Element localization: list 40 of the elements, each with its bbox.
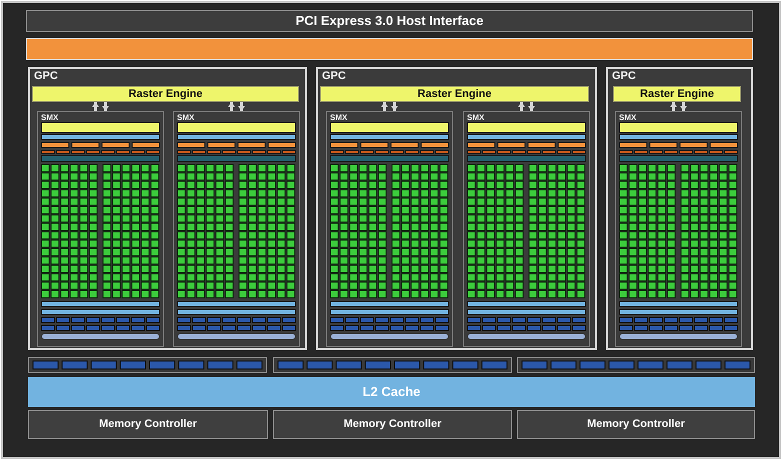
multiprocessor-heading: SMX (467, 114, 484, 122)
multiprocessor-heading: SMX (41, 114, 58, 122)
cluster-panel (606, 67, 753, 350)
arrow (228, 102, 235, 111)
multiprocessor-panel (173, 111, 300, 347)
multiprocessor-panel (326, 111, 453, 347)
controller-block: Memory Controller (517, 410, 755, 439)
arrow (381, 102, 388, 111)
engine-bar (619, 122, 738, 133)
arrow (238, 102, 245, 111)
engine-bar: Raster Engine (613, 86, 741, 102)
scheduler-bar (26, 38, 753, 60)
cache-bar: L2 Cache (28, 377, 755, 407)
multiprocessor-panel (615, 111, 742, 347)
engine-bar (330, 122, 449, 133)
interface-bar: PCI Express 3.0 Host Interface (26, 10, 753, 32)
engine-bar: Raster Engine (32, 86, 299, 102)
controller-block: Memory Controller (273, 410, 512, 439)
arrow (92, 102, 99, 111)
cluster-panel (316, 67, 597, 350)
arrow (670, 102, 677, 111)
multiprocessor-heading: SMX (330, 114, 348, 122)
engine-bar (467, 122, 586, 133)
controller-block: Memory Controller (28, 410, 268, 439)
arrow (680, 102, 687, 111)
engine-bar (177, 122, 296, 133)
arrow (102, 102, 109, 111)
engine-bar: Raster Engine (320, 86, 589, 102)
cluster-heading: GPC (34, 71, 58, 82)
engine-bar (41, 122, 160, 133)
multiprocessor-panel (37, 111, 164, 347)
multiprocessor-heading: SMX (177, 114, 194, 122)
cluster-heading: GPC (612, 71, 636, 82)
arrow (518, 102, 525, 111)
cluster-panel (28, 67, 307, 350)
cluster-heading: GPC (322, 71, 346, 82)
arrow (391, 102, 398, 111)
multiprocessor-panel (463, 111, 590, 347)
arrow (528, 102, 535, 111)
multiprocessor-heading: SMX (619, 114, 636, 122)
